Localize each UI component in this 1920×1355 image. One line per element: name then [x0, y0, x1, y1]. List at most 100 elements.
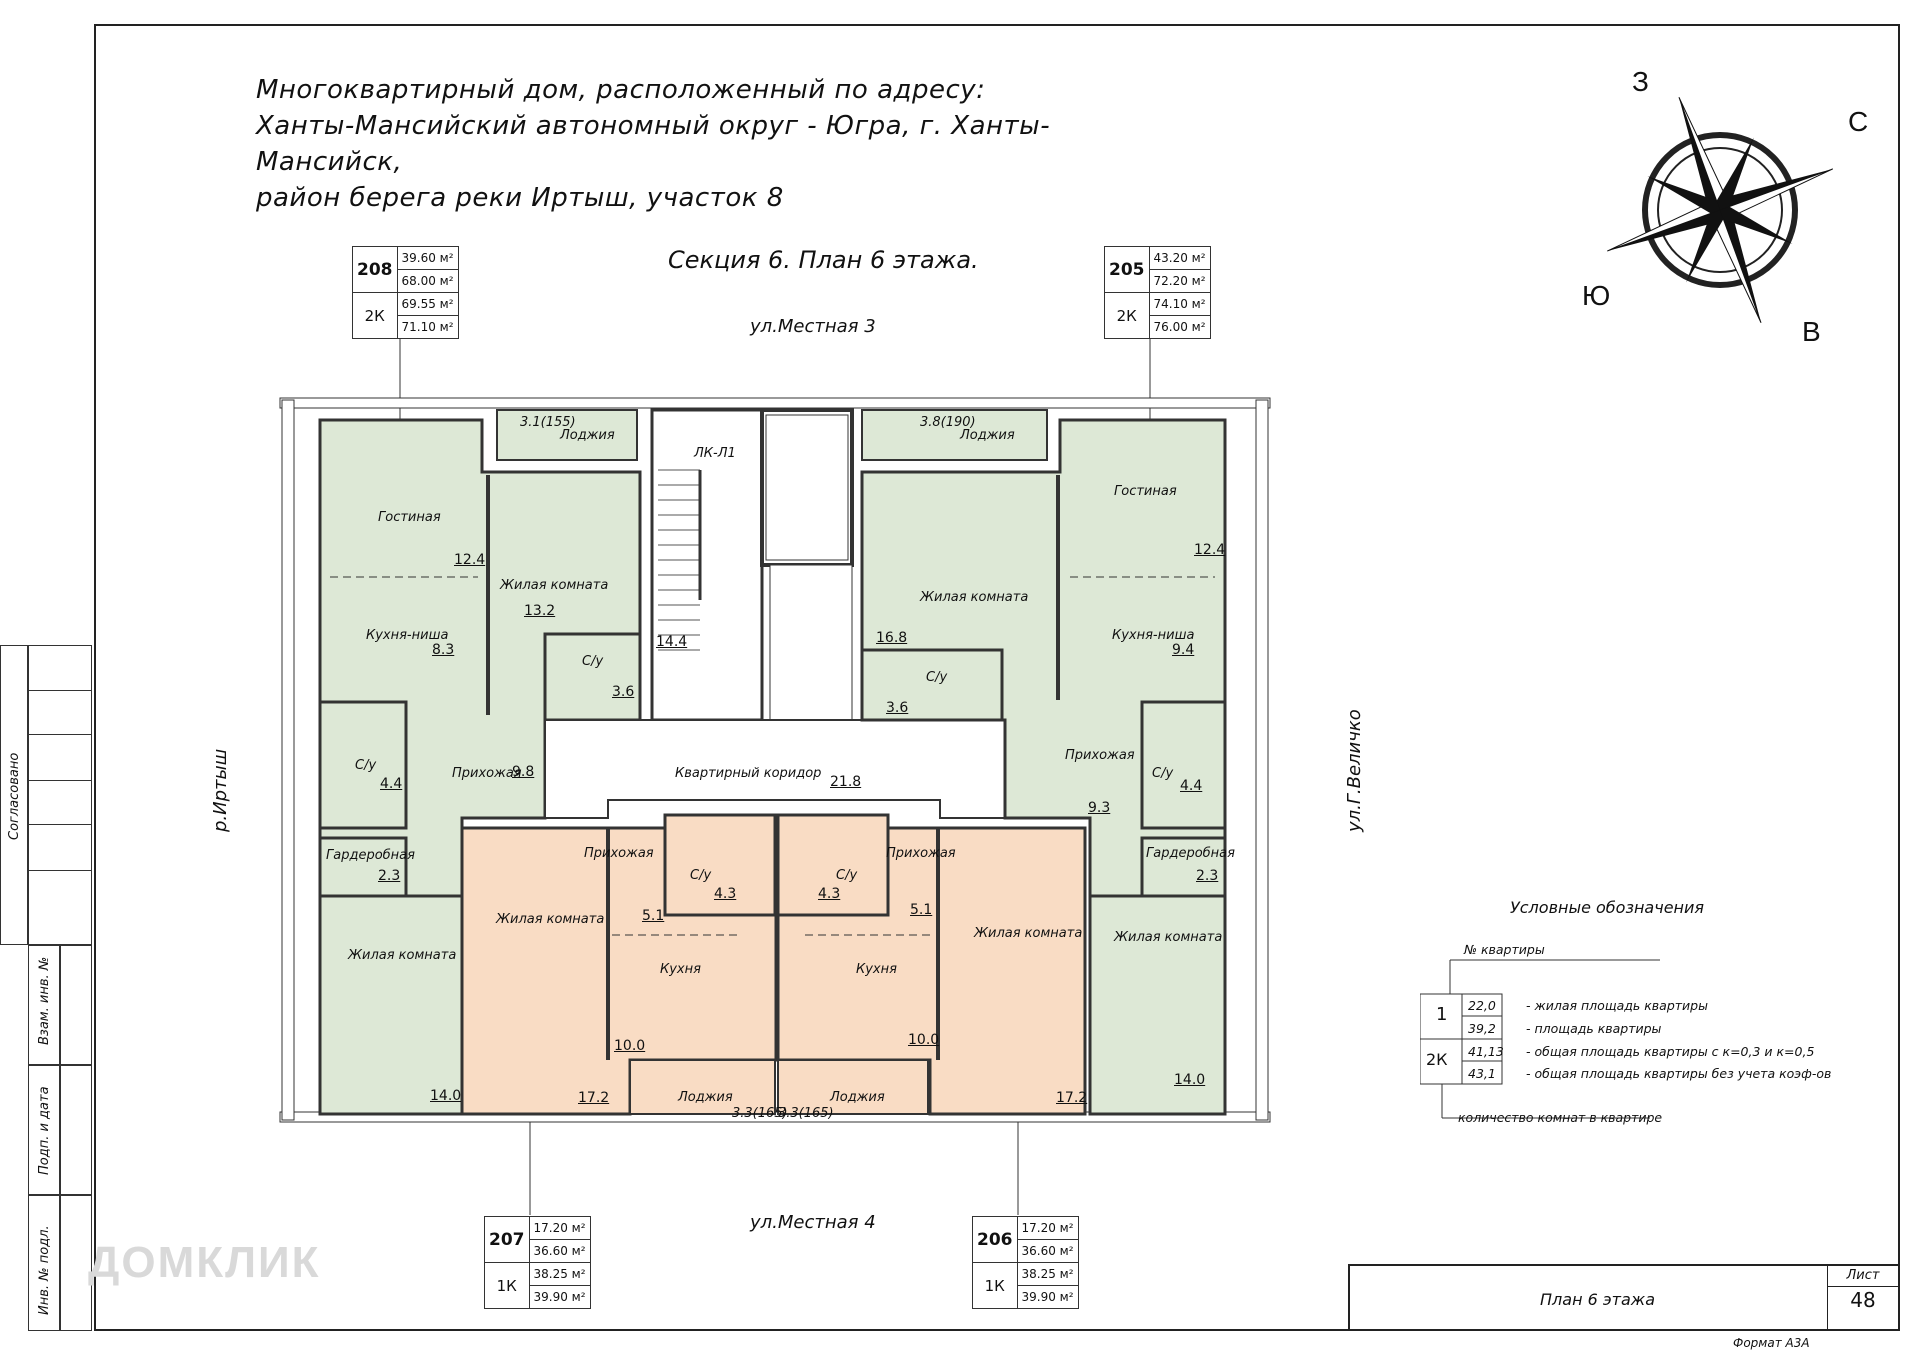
apt-205-full: 76.00 м² [1148, 315, 1211, 339]
room-kitchen-niche-l: Кухня-ниша [366, 628, 449, 643]
room-kitchen-niche-r: Кухня-ниша [1112, 628, 1195, 643]
room-bath-r1: С/у [926, 670, 948, 685]
room-loggia-206-area: 3.3(165) [778, 1106, 834, 1121]
side-stamp-label-cell [28, 1195, 60, 1331]
apt-205-number: 205 [1104, 246, 1150, 293]
room-bedroom-l2: Жилая комната [348, 948, 457, 963]
compass-rose [1607, 97, 1833, 323]
apt-206-living: 17.20 м² [1016, 1216, 1079, 1240]
apt-205-living: 43.20 м² [1148, 246, 1211, 270]
title-line-3: Мансийск, [256, 147, 403, 177]
legend-rooms-label: количество комнат в квартире [1458, 1110, 1663, 1125]
room-loggia-207-area: 3.3(165) [732, 1106, 788, 1121]
room-loggia-tr: Лоджия [960, 428, 1015, 443]
legend: Условные обозначения № квартиры 1 2К 22,… [1420, 898, 1860, 1138]
facade-top [279, 397, 1271, 409]
side-stamp-label-cell [28, 1065, 60, 1195]
room-living-r-area: 12.4 [1194, 542, 1226, 558]
stamp-sheet-name: План 6 этажа [1540, 1290, 1655, 1309]
bath-206 [776, 813, 890, 917]
room-hall-206: Прихожая [886, 846, 956, 861]
legend-desc-3: - общая площадь квартиры с к=0,3 и к=0,5 [1526, 1044, 1815, 1059]
apt-208-total: 68.00 м² [396, 269, 459, 293]
legend-sample-rooms: 2К [1426, 1050, 1448, 1069]
room-bath-207: С/у [690, 868, 712, 883]
room-living-l-area: 12.4 [454, 552, 486, 568]
apt-207-living: 17.20 м² [528, 1216, 591, 1240]
apt-207-number: 207 [484, 1216, 530, 1263]
legend-title: Условные обозначения [1510, 898, 1705, 917]
street-top: ул.Местная 3 [750, 316, 876, 337]
room-wardrobe-r-area: 2.3 [1196, 868, 1219, 884]
room-kitchen-niche-r-area: 9.4 [1172, 642, 1195, 658]
room-bedroom-r2-area: 14.0 [1174, 1072, 1206, 1088]
room-bedroom-207: Жилая комната [496, 912, 605, 927]
room-corridor-area: 21.8 [830, 774, 862, 790]
side-stamp-row [28, 780, 92, 825]
apt-207-rooms: 1К [484, 1262, 530, 1309]
stamp-sheet-cell: Лист 48 [1827, 1266, 1898, 1329]
apt-208-rooms: 2К [352, 292, 398, 339]
room-bedroom-r1: Жилая комната [920, 590, 1029, 605]
side-stamp-row [28, 690, 92, 735]
title-line-2: Ханты-Мансийский автономный округ - Югра… [256, 111, 1051, 141]
compass-west-letter: Ю [1582, 280, 1611, 311]
apt-208-living: 39.60 м² [396, 246, 459, 270]
room-bedroom-l1: Жилая комната [500, 578, 609, 593]
stair-core [650, 408, 764, 722]
room-bath-r1-area: 3.6 [886, 700, 909, 716]
lift-cabin [765, 414, 849, 561]
side-stamp-value-cell [60, 1065, 92, 1195]
compass-east-letter: С [1848, 106, 1869, 137]
paper-format: Формат А3А [1733, 1336, 1810, 1350]
legend-diagram [1420, 959, 1660, 1119]
room-hall-207-area: 5.1 [642, 908, 665, 924]
room-bedroom-l2-area: 14.0 [430, 1088, 462, 1104]
room-hall-l-area: 9.8 [512, 764, 535, 780]
room-wardrobe-l: Гардеробная [326, 848, 415, 863]
loggia-207 [629, 1059, 776, 1115]
apt-208-full: 71.10 м² [396, 315, 459, 339]
wardrobe-208 [318, 836, 408, 898]
room-bedroom-r1-area: 16.8 [876, 630, 908, 646]
apt-205-total: 72.20 м² [1148, 269, 1211, 293]
apt-207-total: 36.60 м² [528, 1239, 591, 1263]
facade-left [281, 399, 295, 1121]
compass-outer-ring [1642, 132, 1798, 288]
core-void [769, 564, 853, 721]
legend-value-3: 41,13 [1468, 1044, 1504, 1059]
compass-south-letter: В [1802, 316, 1821, 347]
bath-207 [663, 813, 777, 917]
legend-desc-1: - жилая площадь квартиры [1526, 998, 1708, 1013]
apt-206-number: 206 [972, 1216, 1018, 1263]
side-stamp-label-cell [28, 945, 60, 1065]
bath-208-a [543, 632, 642, 722]
room-bath-l2: С/у [355, 758, 377, 773]
room-hall-r-area: 9.3 [1088, 800, 1111, 816]
room-loggia-206: Лоджия [830, 1090, 885, 1105]
title-line-4: район берега реки Иртыш, участок 8 [256, 183, 784, 213]
bath-205-b [1140, 700, 1227, 830]
bath-205-a [860, 648, 1004, 722]
room-living-r: Гостиная [1114, 484, 1177, 499]
apt-205-reduced: 74.10 м² [1148, 292, 1211, 316]
room-hall-l: Прихожая [452, 766, 522, 781]
room-loggia-207: Лоджия [678, 1090, 733, 1105]
side-stamp-value-cell [60, 1195, 92, 1331]
loggia-205 [861, 409, 1048, 461]
stair-steps [658, 469, 702, 651]
room-bath-207-area: 4.3 [714, 886, 737, 902]
compass-north-letter: З [1632, 66, 1649, 97]
legend-value-1: 22,0 [1468, 998, 1496, 1013]
side-stamp-agreed-cell [0, 645, 28, 945]
stamp-sheet-label: Лист [1828, 1266, 1898, 1287]
room-loggia-tr-area: 3.8(190) [920, 415, 976, 430]
room-bath-l2-area: 4.4 [380, 776, 403, 792]
stamp-sheet-number: 48 [1850, 1288, 1876, 1312]
street-bottom: ул.Местная 4 [750, 1212, 876, 1233]
room-hall-r: Прихожая [1065, 748, 1135, 763]
apt-206-total: 36.60 м² [1016, 1239, 1079, 1263]
